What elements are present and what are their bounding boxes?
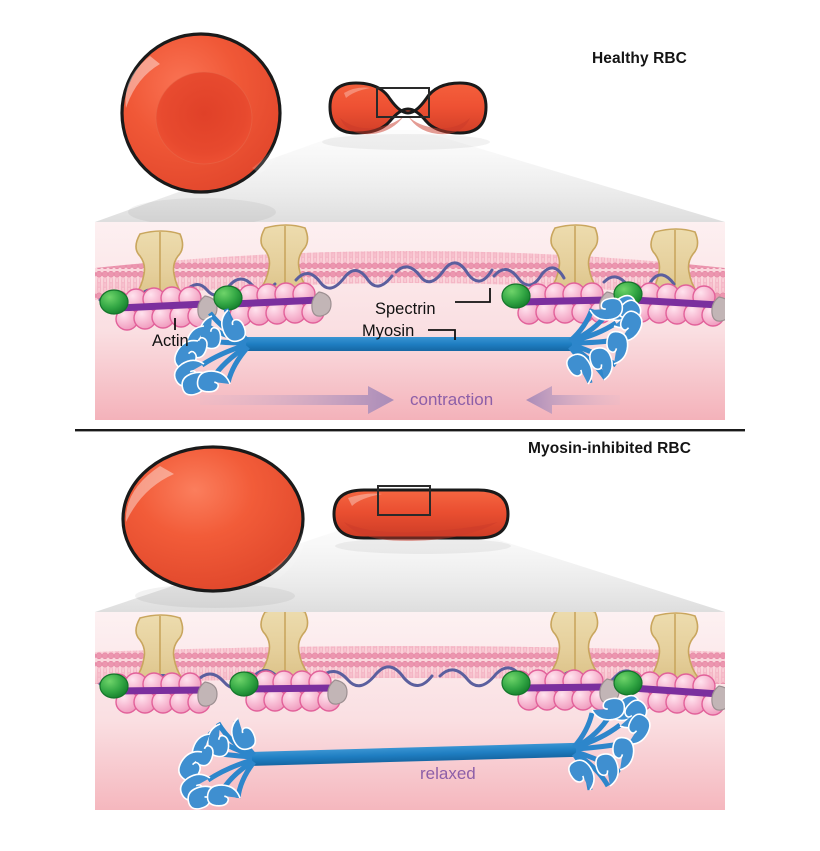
- rbc-top-view-inhibited: [121, 445, 307, 608]
- myosin-heads-left: [176, 717, 262, 810]
- tropomodulin-cap: [213, 285, 243, 311]
- leader-spectrin: [455, 288, 491, 303]
- rbc-side-view-inhibited: [332, 485, 511, 554]
- myosin-rod: [248, 742, 579, 766]
- capz-cap: [711, 685, 725, 711]
- callout-funnel-healthy: [95, 130, 725, 222]
- capz-cap: [197, 681, 218, 707]
- capz-cap: [311, 291, 332, 317]
- myosin-heads-right: [563, 689, 652, 791]
- tropomyosin-rod: [628, 684, 723, 698]
- arrow-right-icon: [200, 386, 394, 414]
- actin-filament: [613, 670, 725, 716]
- label-spectrin: Spectrin: [375, 300, 436, 318]
- tropomodulin-cap: [501, 283, 531, 309]
- label-myosin: Myosin: [362, 322, 415, 340]
- tropomyosin-rod: [228, 296, 323, 308]
- arrow-left-icon: [526, 386, 620, 414]
- tropomodulin-cap: [613, 670, 643, 696]
- tropomodulin-cap: [229, 671, 259, 697]
- panel-title-inhibited: Myosin-inhibited RBC: [528, 440, 692, 457]
- myosin-heads-left: [170, 308, 252, 402]
- myosin-heads-right: [561, 289, 644, 385]
- panel-healthy: [95, 32, 725, 420]
- panel-divider: [75, 429, 745, 432]
- label-actin: Actin: [152, 332, 189, 350]
- tropomyosin-rod: [516, 296, 611, 306]
- state-word-relaxed: relaxed: [420, 764, 476, 783]
- myosin-rod: [244, 337, 574, 351]
- tropomodulin-cap: [99, 289, 129, 315]
- tropomodulin-cap: [99, 673, 129, 699]
- rbc-side-view-healthy: [322, 81, 490, 150]
- capz-cap: [711, 296, 725, 322]
- tropomodulin-cap: [501, 670, 531, 696]
- panel-inhibited: [95, 445, 725, 810]
- actin-filament: [99, 672, 218, 714]
- tropomyosin-rod: [244, 684, 339, 693]
- tropomyosin-rod: [114, 686, 209, 695]
- capz-cap: [327, 679, 348, 705]
- actin-filament: [213, 282, 332, 327]
- rbc-top-view-healthy: [120, 32, 287, 226]
- state-word-contraction: contraction: [410, 390, 494, 409]
- actin-filament: [229, 670, 348, 712]
- callout-funnel-inhibited: [95, 520, 725, 612]
- panel-title-healthy: Healthy RBC: [592, 50, 687, 67]
- leader-lines-healthy: [174, 288, 491, 340]
- contraction-arrows: [200, 386, 620, 414]
- tropomyosin-rod: [114, 300, 209, 312]
- tropomyosin-rod: [516, 683, 611, 692]
- actin-node-group-inhibited: [99, 669, 725, 716]
- actin-filament: [501, 669, 620, 711]
- myosin-filament-inhibited: [176, 689, 652, 810]
- leader-myosin: [428, 329, 456, 340]
- callout-box-healthy: [376, 87, 430, 118]
- tropomyosin-rod: [628, 296, 723, 309]
- myosin-filament-healthy: [170, 289, 644, 402]
- callout-box-inhibited: [377, 485, 431, 516]
- actin-filament: [99, 286, 218, 331]
